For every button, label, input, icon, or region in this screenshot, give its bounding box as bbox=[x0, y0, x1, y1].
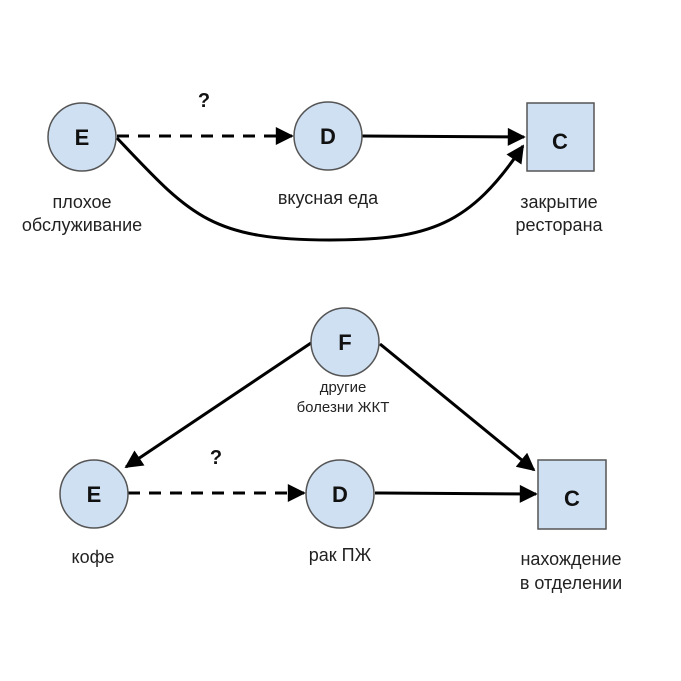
d2-node-f-letter: F bbox=[338, 330, 351, 355]
d2-edge-f-to-e bbox=[124, 341, 312, 469]
d1-node-c: C bbox=[526, 102, 595, 172]
d1-node-d-label: вкусная еда bbox=[278, 188, 379, 208]
d2-node-e: E bbox=[59, 459, 129, 529]
d1-edge-e-to-c-curved bbox=[115, 136, 525, 242]
d1-node-e-label-line1: плохое bbox=[52, 192, 111, 212]
d1-node-c-letter: C bbox=[552, 129, 568, 154]
d2-node-f: F bbox=[310, 307, 380, 377]
d2-node-e-label: кофе bbox=[72, 547, 115, 567]
d1-node-e: E bbox=[47, 102, 117, 172]
d2-node-d-letter: D bbox=[332, 482, 348, 507]
d2-edge-f-to-c bbox=[379, 342, 536, 472]
d1-unknown-effect-label: ? bbox=[198, 90, 210, 112]
d1-edge-d-to-c bbox=[361, 127, 526, 146]
d1-node-e-letter: E bbox=[75, 125, 90, 150]
d2-node-f-label-line1: другие bbox=[320, 379, 367, 396]
d2-node-f-label-line2: болезни ЖКТ bbox=[297, 399, 390, 416]
d1-node-e-label-line2: обслуживание bbox=[22, 215, 142, 235]
d1-node-d-letter: D bbox=[320, 124, 336, 149]
d2-node-c-label-line2: в отделении bbox=[520, 573, 622, 593]
d2-unknown-effect-label: ? bbox=[210, 447, 222, 469]
d2-node-d: D bbox=[305, 459, 375, 529]
d2-node-c-letter: C bbox=[564, 486, 580, 511]
d2-node-d-label: рак ПЖ bbox=[309, 545, 372, 565]
d1-node-c-label-line2: ресторана bbox=[515, 215, 603, 235]
d1-node-c-label-line1: закрытие bbox=[520, 192, 597, 212]
d2-node-c: C bbox=[537, 459, 607, 530]
d1-node-d: D bbox=[293, 101, 363, 171]
d2-node-e-letter: E bbox=[87, 482, 102, 507]
d2-edge-d-to-c bbox=[374, 484, 538, 503]
d2-node-c-label-line1: нахождение bbox=[520, 549, 621, 569]
